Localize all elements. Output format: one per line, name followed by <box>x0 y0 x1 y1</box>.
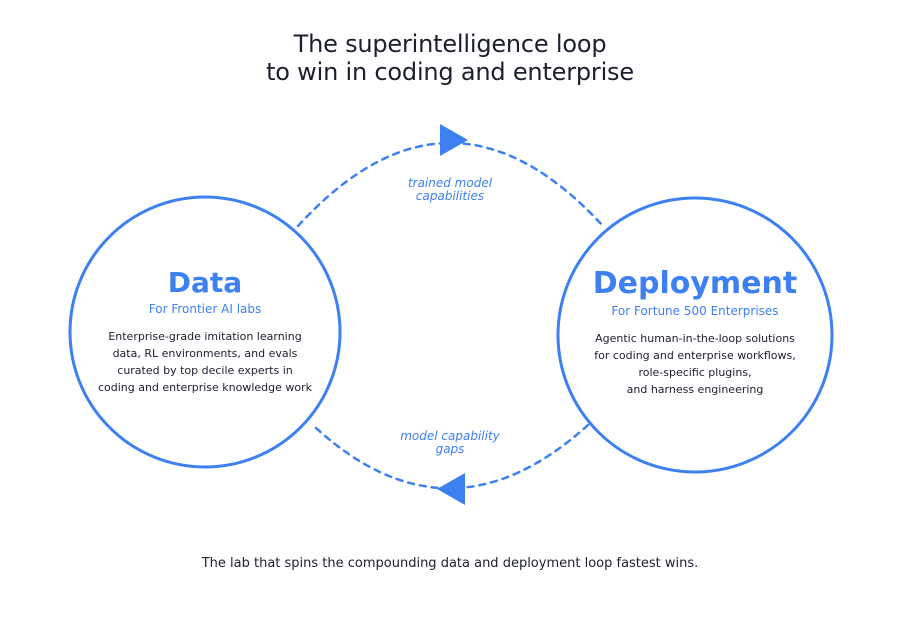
deployment-circle <box>556 196 834 474</box>
diagram-title: The superintelligence loop to win in cod… <box>0 30 900 86</box>
deployment-node-title: Deployment <box>592 266 798 301</box>
title-line-2: to win in coding and enterprise <box>266 58 634 86</box>
bottom-arrow-icon <box>437 473 465 505</box>
data-desc-line: data, RL environments, and evals <box>112 347 298 360</box>
data-node-description: Enterprise-grade imitation learning data… <box>80 328 330 396</box>
bottom-edge-label-line-2: gaps <box>435 442 465 456</box>
data-node-content: Data For Frontier AI labs Enterprise-gra… <box>80 268 330 396</box>
deployment-desc-line: Agentic human-in-the-loop solutions <box>595 332 795 345</box>
bottom-edge-label-line-1: model capability <box>400 429 500 443</box>
data-desc-line: Enterprise-grade imitation learning <box>108 330 302 343</box>
data-desc-line: curated by top decile experts in <box>117 364 293 377</box>
deployment-desc-line: role-specific plugins, <box>638 366 752 379</box>
top-edge-label-line-1: trained model <box>407 176 493 190</box>
footer-caption: The lab that spins the compounding data … <box>201 556 699 571</box>
data-node-title: Data <box>167 266 243 299</box>
deployment-node-description: Agentic human-in-the-loop solutions for … <box>570 330 820 398</box>
bottom-edge-label: model capability gaps <box>370 430 530 456</box>
title-line-1: The superintelligence loop <box>293 30 607 58</box>
data-circle <box>68 195 342 469</box>
deployment-node-subtitle: For Fortune 500 Enterprises <box>611 304 779 318</box>
top-arc <box>296 141 605 228</box>
top-edge-label-line-2: capabilities <box>415 189 485 203</box>
deployment-node-content: Deployment For Fortune 500 Enterprises A… <box>570 268 820 398</box>
top-arrow-icon <box>440 124 468 156</box>
data-node-subtitle: For Frontier AI labs <box>148 302 262 316</box>
deployment-desc-line: and harness engineering <box>626 383 764 396</box>
deployment-desc-line: for coding and enterprise workflows, <box>594 349 796 362</box>
data-desc-line: coding and enterprise knowledge work <box>97 381 313 394</box>
top-edge-label: trained model capabilities <box>370 177 530 203</box>
